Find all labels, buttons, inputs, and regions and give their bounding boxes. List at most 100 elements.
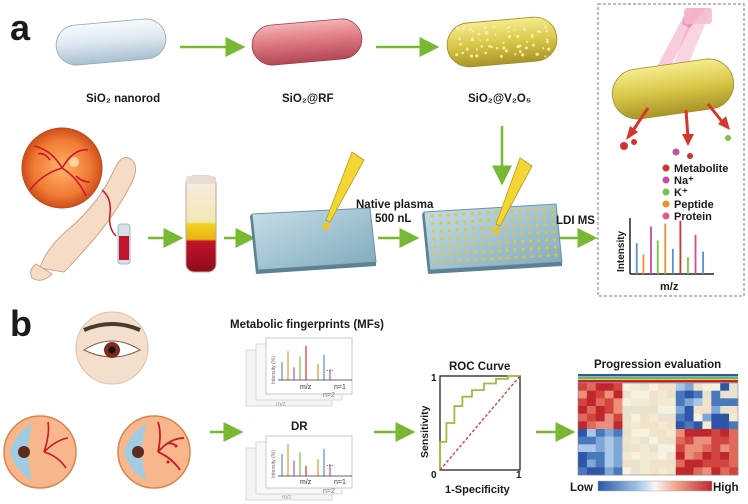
fundus-eye-illustration (21, 127, 103, 209)
v2o5-particle (475, 54, 479, 58)
heatmap-cell (666, 436, 677, 445)
heatmap-cell (684, 444, 694, 453)
heatmap-cell (720, 390, 730, 399)
heatmap-cell (649, 390, 659, 399)
v2o5-particle (494, 33, 497, 36)
legend-marker-4 (662, 212, 670, 220)
chip-spot (465, 250, 469, 255)
v2o5-particle (488, 44, 492, 48)
heatmap-cell (675, 390, 685, 399)
heatmap-cell (729, 398, 739, 407)
pipette-tip-2 (492, 157, 533, 234)
chip-spot (546, 253, 550, 258)
chip-spot (497, 249, 501, 253)
heatmap-cell (604, 413, 614, 422)
heatmap-cell (586, 467, 597, 476)
chip-spot (551, 215, 555, 219)
heatmap-cell (622, 421, 632, 430)
chip-spot (543, 223, 547, 227)
heatmap-cell (711, 398, 721, 407)
heatmap-cell (684, 467, 694, 476)
chip-spot (494, 210, 498, 214)
chip-spot (518, 209, 522, 213)
heatmap-cell (622, 429, 632, 437)
heatmap-cell (586, 383, 597, 391)
heatmap-cell (595, 406, 605, 414)
heatmap-cell (631, 436, 641, 445)
chip-spot (489, 241, 493, 245)
heatmap-cell (702, 444, 712, 453)
heatmap-cell (693, 429, 703, 437)
heatmap-cell (684, 398, 694, 407)
v2o5-particle (524, 46, 528, 50)
chip-spot (472, 235, 476, 239)
roc-diagonal (439, 375, 521, 471)
heatmap-cell (595, 444, 605, 453)
chip-spot (471, 219, 475, 223)
legend-label-0: Metabolite (674, 163, 728, 175)
chip-spot (511, 225, 515, 229)
v2o5-particle (518, 50, 522, 54)
chip-spot (470, 212, 474, 216)
heatmap-cell (702, 429, 712, 437)
chip-spot (431, 229, 435, 233)
chip-spot (441, 252, 445, 256)
chip-spot (432, 237, 436, 241)
heatmap-cell (613, 444, 623, 453)
chip-spot (505, 248, 509, 252)
blank-target-plate (250, 207, 377, 274)
heatmap-cell (586, 436, 597, 445)
heatmap-cell (649, 421, 659, 430)
chip-spot (527, 216, 531, 220)
heatmap-cell (622, 390, 632, 399)
v2o5-particle (547, 47, 551, 51)
chip-spot (479, 226, 483, 231)
heatmap-cell (720, 436, 730, 445)
roc-tick-x0: 0 (431, 470, 437, 481)
v2o5-particle (485, 38, 489, 42)
heatmap-cell (666, 406, 677, 414)
heatmap-cell (711, 467, 721, 476)
v2o5-particle (546, 40, 549, 44)
heatmap-cell (684, 436, 694, 445)
heatmap-cell (675, 429, 685, 437)
v2o5-particle (459, 42, 462, 46)
v2o5-particle (462, 25, 466, 29)
heatmap-cell (711, 413, 721, 422)
v2o5-particle (492, 25, 496, 29)
heatmap-cell (595, 383, 605, 391)
v2o5-particle (506, 26, 509, 29)
dr-n1-label: n=1 (334, 479, 346, 486)
chip-spot (458, 259, 462, 263)
heatmap-cell (604, 383, 614, 391)
heatmap-cell (595, 459, 605, 468)
legend-marker-3 (662, 200, 670, 208)
chip-spot (489, 249, 493, 253)
chip-spot (487, 226, 491, 230)
heatmap-high-label: High (713, 482, 739, 494)
v2o5-particle (531, 43, 535, 47)
heatmap-cell (711, 452, 721, 460)
heatmap-cell (658, 390, 668, 399)
heatmap-cell (684, 406, 694, 414)
chip-spot (471, 227, 475, 231)
heatmap-cell (702, 383, 712, 391)
chip-spot (521, 239, 525, 244)
dr-ellipsis: ... (326, 458, 334, 468)
mass-spectrum: Intensity m/z (616, 218, 714, 293)
chip-spot (465, 243, 469, 247)
heatmap-cell (586, 444, 597, 453)
chip-spot (434, 260, 438, 264)
chip-spot (529, 239, 533, 243)
heatmap-cell (702, 436, 712, 445)
dr-stack-ylabel: Intensity (%) (271, 450, 277, 478)
heatmap-cell (622, 413, 632, 422)
mf-title: Metabolic fingerprints (MFs) (230, 319, 384, 331)
heatmap-cell (631, 406, 641, 414)
v2o5-particle (504, 49, 509, 53)
heatmap-cell (684, 413, 694, 422)
heatmap-cell (720, 459, 730, 468)
heatmap-cell (720, 406, 730, 414)
v2o5-particle (507, 25, 511, 28)
v2o5-particle (484, 51, 488, 55)
